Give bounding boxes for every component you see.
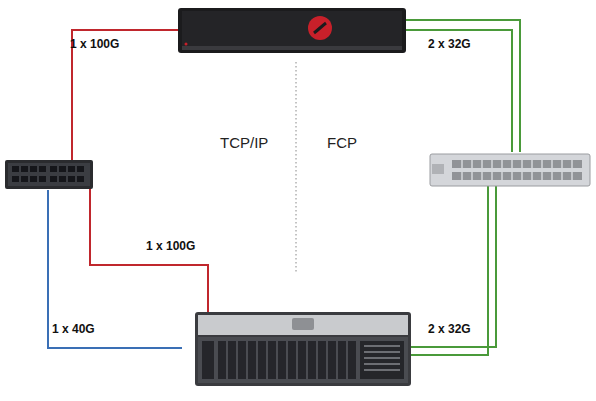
fc-switch bbox=[430, 154, 590, 186]
fibre-wire bbox=[405, 30, 512, 152]
link-label: 2 x 32G bbox=[428, 323, 471, 336]
ethernet-wire bbox=[90, 188, 208, 314]
fibre-wire bbox=[410, 186, 496, 347]
fibre-wire bbox=[410, 186, 488, 355]
link-label: 1 x 100G bbox=[146, 240, 195, 253]
separator-line bbox=[296, 62, 297, 272]
link-label: 1 x 40G bbox=[52, 323, 95, 336]
protocol-label: TCP/IP bbox=[220, 135, 268, 152]
protocol-label: FCP bbox=[327, 135, 357, 152]
storage-array bbox=[178, 8, 406, 53]
link-label: 1 x 100G bbox=[70, 38, 119, 51]
link-label: 2 x 32G bbox=[428, 38, 471, 51]
ethernet-switch bbox=[5, 160, 93, 189]
ethernet-wire bbox=[48, 190, 182, 348]
server bbox=[195, 312, 411, 386]
fibre-wire bbox=[405, 20, 520, 152]
